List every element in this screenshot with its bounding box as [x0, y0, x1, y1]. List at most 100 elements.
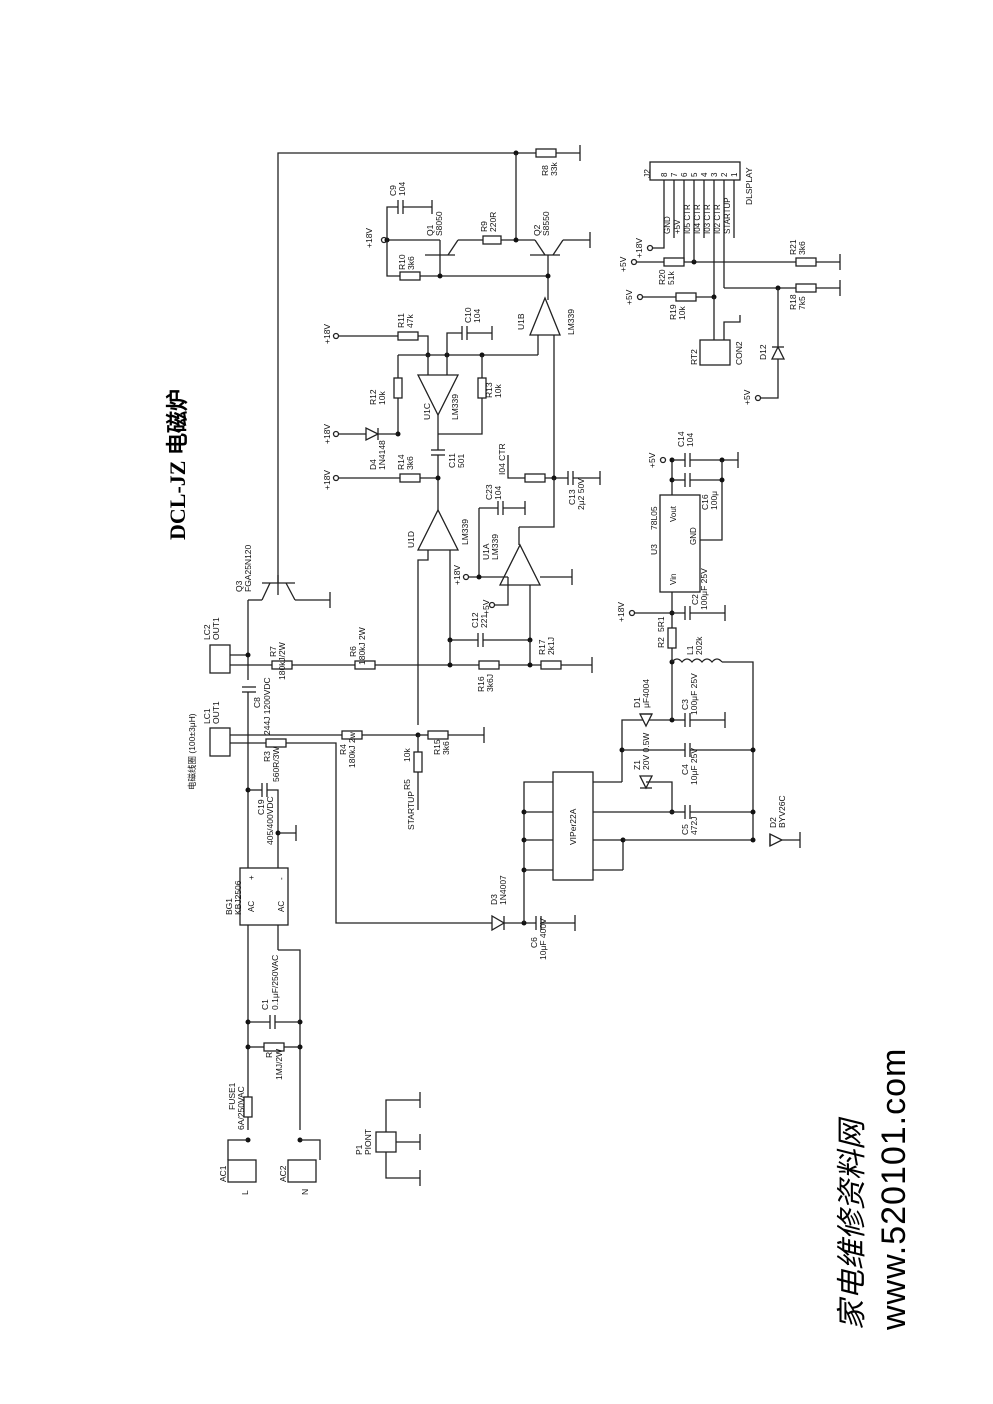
v5-label: +5V: [481, 599, 491, 615]
r2-ref: R2: [656, 637, 666, 648]
d2-ref: D2: [768, 817, 778, 828]
d12-ref: D12: [758, 344, 768, 360]
display-connector: [630, 161, 841, 402]
r12-ref: R12: [368, 389, 378, 405]
ac2-ref: AC2: [278, 1165, 288, 1182]
r5-val: 10k: [402, 748, 412, 762]
q3-ref: Q3: [234, 580, 244, 592]
c16-ref: C16: [700, 494, 710, 510]
z1-val: 20V 0.5W: [641, 733, 651, 770]
r10-val: 3k6: [406, 256, 416, 270]
c11-val: 501: [456, 454, 466, 468]
u1d-val: LM339: [460, 519, 470, 545]
lc2-ref: LC2: [202, 624, 212, 640]
rt2-ref: RT2: [689, 349, 699, 365]
bg1-ac1: AC: [247, 901, 256, 912]
c5-val: 472J: [689, 817, 699, 835]
lc1-val: OUT1: [211, 701, 221, 724]
r16-ref: R16: [476, 676, 486, 692]
r9-ref: R9: [479, 221, 489, 232]
startup-label: STARTUP: [406, 791, 416, 830]
watermark-url: www.520101.com: [875, 1048, 913, 1331]
driver-stage: [380, 200, 591, 300]
r6-ref: R6: [348, 646, 358, 657]
comparator-u1a-u1d: [416, 501, 573, 725]
ac2-val: N: [300, 1189, 310, 1195]
j2-val: DLSPLAY: [744, 167, 754, 205]
u1b-ref: U1B: [516, 313, 526, 330]
watermark-cn: 家电维修资料网: [835, 1116, 870, 1330]
c1-ref: C1: [260, 999, 270, 1010]
bg1-ac2: AC: [277, 901, 286, 912]
d1-val: μF4004: [641, 679, 651, 708]
d3-ref: D3: [489, 894, 499, 905]
c13-val: 2μ2 50V: [576, 478, 586, 510]
c4-ref: C4: [680, 764, 690, 775]
j2-signal-io5: I05 CTR: [683, 204, 692, 234]
ac1-ref: AC1: [218, 1165, 228, 1182]
rt2-val: CON2: [734, 341, 744, 365]
v5-label: +5V: [742, 389, 752, 405]
schematic-title: DCL-JZ 电磁炉: [165, 389, 190, 540]
r-ref: R: [264, 1052, 274, 1058]
c23-val: 104: [493, 486, 503, 500]
p1-val: PIONT: [363, 1129, 373, 1155]
c9-ref: C9: [388, 185, 398, 196]
feedback-net: [277, 145, 581, 595]
j2-pin-2: 2: [720, 172, 729, 177]
bg1-minus: -: [277, 877, 286, 880]
lc2-val: OUT1: [211, 617, 221, 640]
r10-ref: R10: [397, 254, 407, 270]
u1a-ref: U1A: [481, 543, 491, 560]
d4-val: 1N4148: [377, 440, 387, 470]
r20-ref: R20: [657, 269, 667, 285]
j2-signal-io4: I04 CTR: [693, 204, 702, 234]
u3-gnd: GND: [689, 527, 698, 545]
d1-ref: D1: [632, 697, 642, 708]
c3-val: 100μF 25V: [689, 673, 699, 715]
c12-val: 221: [479, 614, 489, 628]
r7-val: 180kJ/2W: [277, 642, 287, 680]
c5-ref: C5: [680, 824, 690, 835]
v18-label: +18V: [634, 238, 644, 258]
c14-ref: C14: [676, 431, 686, 447]
v18-label: +18V: [616, 602, 626, 622]
u3-val: 78L05: [649, 506, 659, 530]
j2-pin-8: 8: [660, 172, 669, 177]
q1-val: S8050: [434, 211, 444, 236]
buck-output: [619, 658, 801, 848]
v18-label: +18V: [322, 424, 332, 444]
sense-network: [230, 633, 593, 673]
r7-ref: R7: [268, 646, 278, 657]
j2-pin-1: 1: [730, 172, 739, 177]
r21-val: 3k6: [797, 241, 807, 255]
viper-supply: [491, 771, 753, 932]
q1-ref: Q1: [425, 224, 435, 236]
bg1-plus: +: [247, 875, 256, 880]
u3-vin: Vin: [669, 574, 678, 585]
c19-val: 405/400VDC: [265, 796, 275, 845]
coil-connectors: [209, 644, 492, 924]
r14-ref: R14: [396, 454, 406, 470]
c3-ref: C3: [680, 699, 690, 710]
v18-label: +18V: [322, 470, 332, 490]
c2-ref: C2: [690, 594, 700, 605]
r17-val: 2k1J: [546, 637, 556, 655]
c9-val: 104: [397, 182, 407, 196]
v18-label: +18V: [452, 565, 462, 585]
r4-val: 180kJ 2w: [347, 731, 357, 768]
c16-val: 100μ: [709, 491, 719, 510]
u1c-val: LM339: [450, 394, 460, 420]
fuse1-val: 6A/250VAC: [236, 1086, 246, 1130]
j2-signal-io3: I03 CTR: [703, 204, 712, 234]
d3-val: 1N4007: [498, 875, 508, 905]
c8-val: 244J 1200VDC: [262, 677, 272, 735]
r2-val: 5R1: [656, 616, 666, 632]
j2-pin-5: 5: [690, 172, 699, 177]
u1b-val: LM339: [566, 309, 576, 335]
r21-ref: R21: [788, 239, 798, 255]
j2-pin-7: 7: [670, 172, 679, 177]
q3-val: FGA25N120: [243, 544, 253, 592]
r19-ref: R19: [668, 304, 678, 320]
r3-val: 560R/3W: [271, 747, 281, 782]
